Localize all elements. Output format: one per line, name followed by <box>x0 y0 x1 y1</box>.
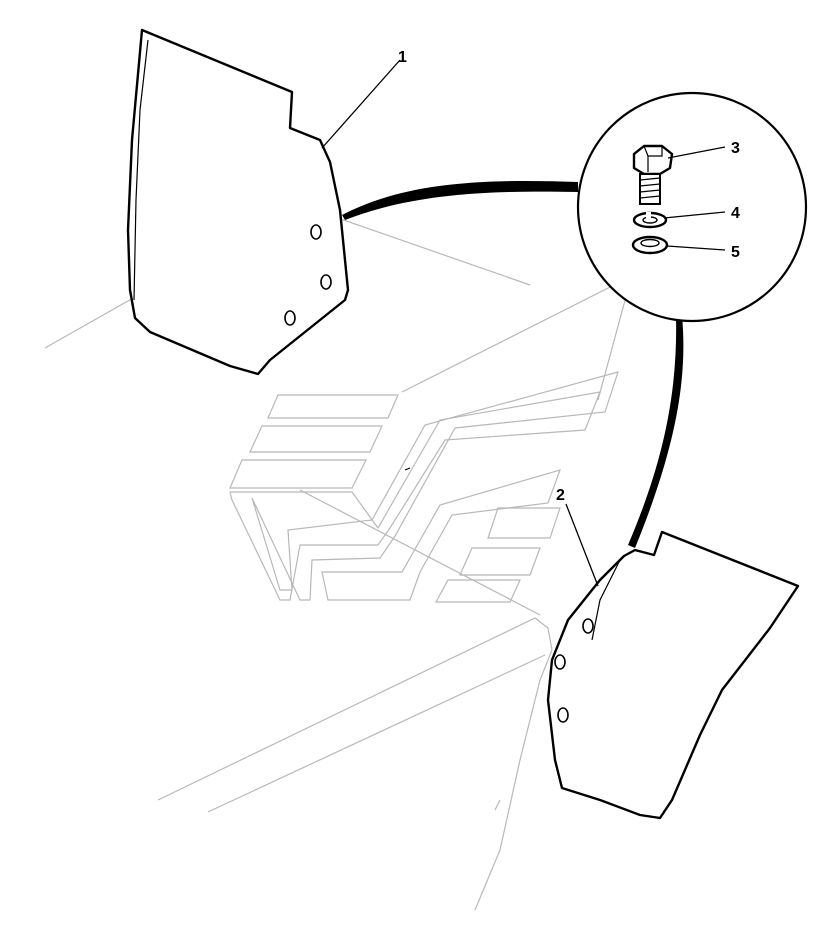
brand-logo-decal <box>229 277 631 603</box>
leader-1 <box>321 59 401 149</box>
leader-3 <box>667 146 726 159</box>
leader-4 <box>663 211 726 219</box>
callout-1: 1 <box>398 49 407 66</box>
flat-washer-icon <box>631 235 669 255</box>
left-mudflap <box>126 28 350 376</box>
callout-5: 5 <box>731 244 740 261</box>
hex-bolt-icon <box>632 144 674 205</box>
right-mudflap <box>546 530 800 820</box>
callout-3: 3 <box>731 140 740 157</box>
callout-4: 4 <box>731 205 740 222</box>
fastener-detail-circle <box>576 91 808 323</box>
lock-washer-icon <box>632 211 668 229</box>
leader-2 <box>565 503 599 587</box>
leader-5 <box>666 245 726 251</box>
detail-connector-band <box>342 180 684 548</box>
callout-2: 2 <box>556 487 565 504</box>
